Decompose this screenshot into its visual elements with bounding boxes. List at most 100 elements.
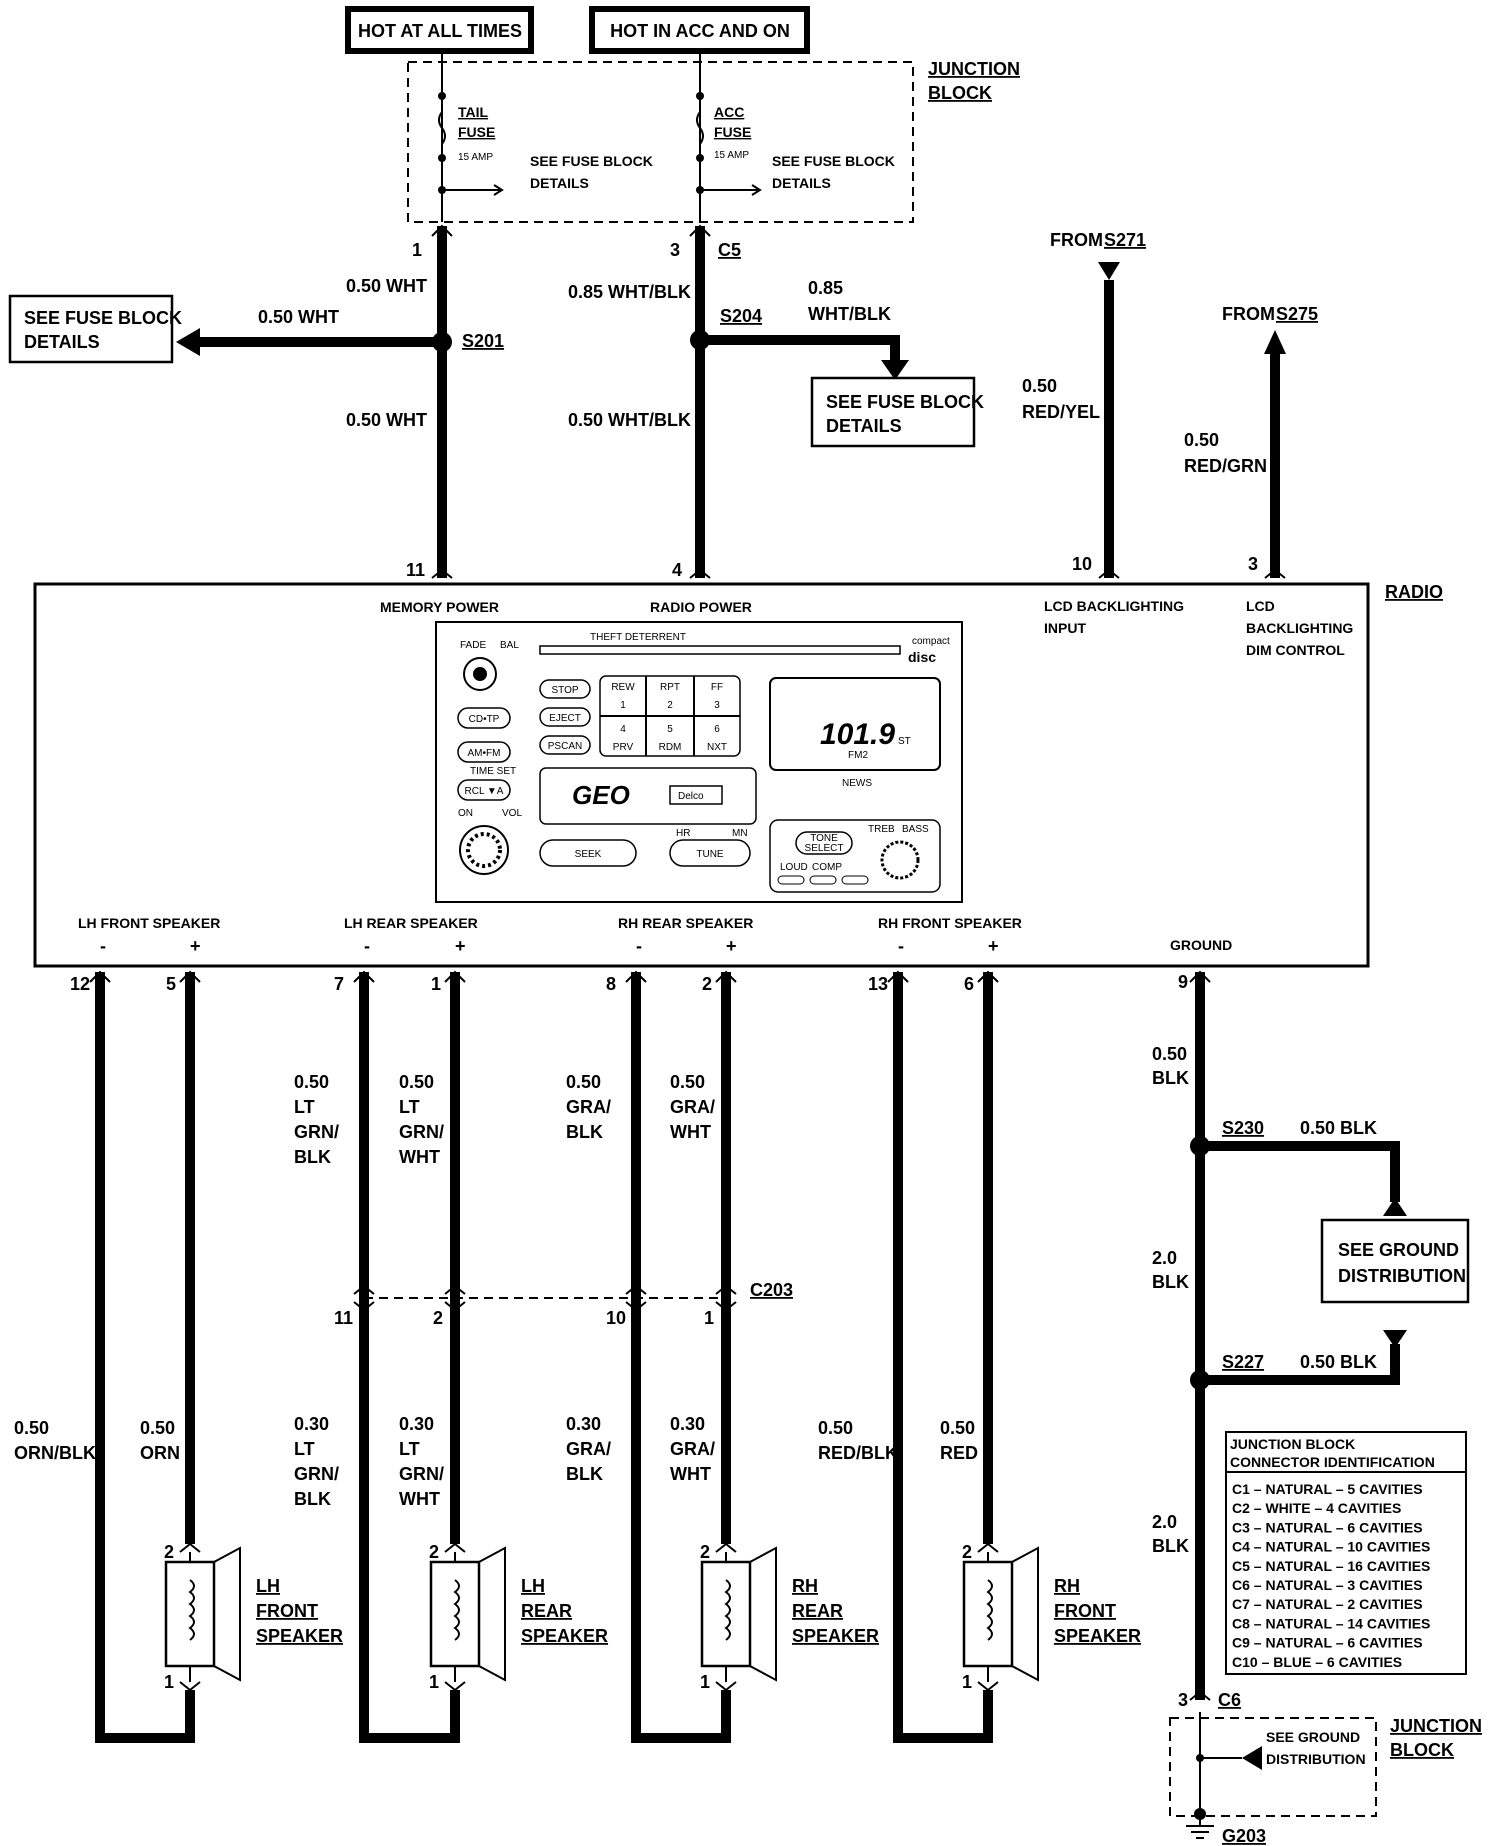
hot-at-all-times-label: HOT AT ALL TIMES: [358, 21, 522, 41]
connector-id-row: C3 – NATURAL – 6 CAVITIES: [1232, 1519, 1423, 1535]
loud-button[interactable]: [777, 875, 805, 885]
pscan-button[interactable]: [539, 735, 591, 755]
jb-pin-3: 3: [670, 240, 680, 260]
on-label: ON: [458, 808, 473, 819]
rcl-button[interactable]: [457, 779, 511, 801]
comp-button[interactable]: [809, 875, 837, 885]
g203-node: [1194, 1808, 1206, 1820]
theft-deterrent-label: THEFT DETERRENT: [590, 632, 686, 643]
tail-fuse-node-b: [438, 154, 446, 162]
preset-bottom-label: NXT: [707, 742, 727, 753]
c203-pin-negative: 11: [334, 1308, 353, 1328]
s271-arrow: [1098, 262, 1120, 280]
minus-mark: -: [100, 936, 106, 956]
tone-extra-button[interactable]: [841, 875, 869, 885]
cd-tp-label: CD•TP: [469, 714, 500, 725]
eject-button[interactable]: [539, 707, 591, 727]
speaker-pin-fork: [715, 1542, 737, 1553]
speaker-pin-fork: [715, 1681, 737, 1692]
s230-branch-label: 0.50 BLK: [1300, 1118, 1377, 1138]
from-s271-splice: S271: [1104, 230, 1146, 250]
s227-branch-label: 0.50 BLK: [1300, 1352, 1377, 1372]
splice-s227-label: S227: [1222, 1352, 1264, 1372]
c203-fork-bottom: [353, 1301, 375, 1312]
preset-top-label: REW: [611, 682, 635, 693]
seek-button[interactable]: [539, 839, 637, 867]
tone-select-button[interactable]: [795, 831, 853, 855]
connector-id-row: C4 – NATURAL – 10 CAVITIES: [1232, 1539, 1430, 1555]
memory-branch-arrow: [176, 328, 200, 356]
cd-tp-button[interactable]: [457, 707, 511, 729]
speaker-magnet: [429, 1560, 481, 1668]
memory-wire-top-fork: [431, 224, 453, 237]
am-fm-button[interactable]: [457, 741, 511, 763]
radio-pin-4: 4: [672, 560, 682, 580]
lcd-display: [769, 677, 941, 771]
s275-arrow: [1264, 330, 1286, 354]
speaker-pin-fork: [444, 1542, 466, 1553]
see-fuse-block-box-right: [810, 376, 976, 448]
ground-pin-9: 9: [1178, 972, 1188, 992]
junction-block-top: [407, 61, 914, 223]
frequency-readout: 101.9: [820, 718, 895, 751]
speaker-pin-fork: [444, 1681, 466, 1692]
radio-pin-fork: [715, 970, 737, 983]
speaker-pin-fork: [179, 1542, 201, 1553]
rcl-label: RCL ▼A: [465, 786, 504, 797]
c203-label: C203: [750, 1280, 793, 1300]
st-indicator: ST: [898, 736, 911, 747]
speaker-wire-negative: [631, 972, 731, 1743]
stop-button[interactable]: [539, 679, 591, 699]
fade-label: FADE: [460, 640, 486, 651]
preset-number: 2: [667, 700, 673, 711]
cassette-door: [539, 767, 757, 825]
memory-wire-upper-label: 0.50 WHT: [346, 276, 427, 296]
ground-jb-arrow: [1242, 1746, 1262, 1770]
tune-button[interactable]: [669, 839, 751, 867]
radio-pin-fork: [887, 970, 909, 983]
stop-label: STOP: [551, 685, 578, 696]
s230-arrow: [1383, 1198, 1407, 1216]
preset-number: 5: [667, 724, 673, 735]
preset-bottom-label: RDM: [659, 742, 682, 753]
treb-label: TREB: [868, 824, 895, 835]
lcd-input-fork: [1098, 568, 1120, 579]
memory-wire-lower-label: 0.50 WHT: [346, 410, 427, 430]
radio-pin-fork: [625, 970, 647, 983]
s227-arrow: [1383, 1330, 1407, 1348]
splice-s204-label: S204: [720, 306, 762, 326]
splice-s201-label: S201: [462, 331, 504, 351]
memory-wire-bottom-fork: [431, 568, 453, 579]
tone-knob[interactable]: [880, 840, 920, 880]
compact-label: compact: [912, 636, 950, 647]
jb-pin-1: 1: [412, 240, 422, 260]
speaker-wire-negative: [359, 972, 460, 1743]
connector-id-row: C10 – BLUE – 6 CAVITIES: [1232, 1654, 1402, 1670]
ground-wire-top-fork: [1189, 970, 1211, 983]
mn-label: MN: [732, 828, 748, 839]
see-fuse-block-box-left: [8, 294, 174, 364]
c203-fork-top: [353, 1284, 375, 1295]
loud-label: LOUD: [780, 862, 808, 873]
splice-s227: [1190, 1370, 1210, 1390]
radio-pin-fork: [977, 970, 999, 983]
tail-fuse-symbol: [438, 111, 446, 145]
tail-fuse-amp: 15 AMP: [458, 152, 493, 163]
from-s275-splice: S275: [1276, 304, 1318, 324]
comp-label: COMP: [812, 862, 842, 873]
radio-pin-fork: [353, 970, 375, 983]
connector-id-row: C2 – WHITE – 4 CAVITIES: [1232, 1500, 1401, 1516]
